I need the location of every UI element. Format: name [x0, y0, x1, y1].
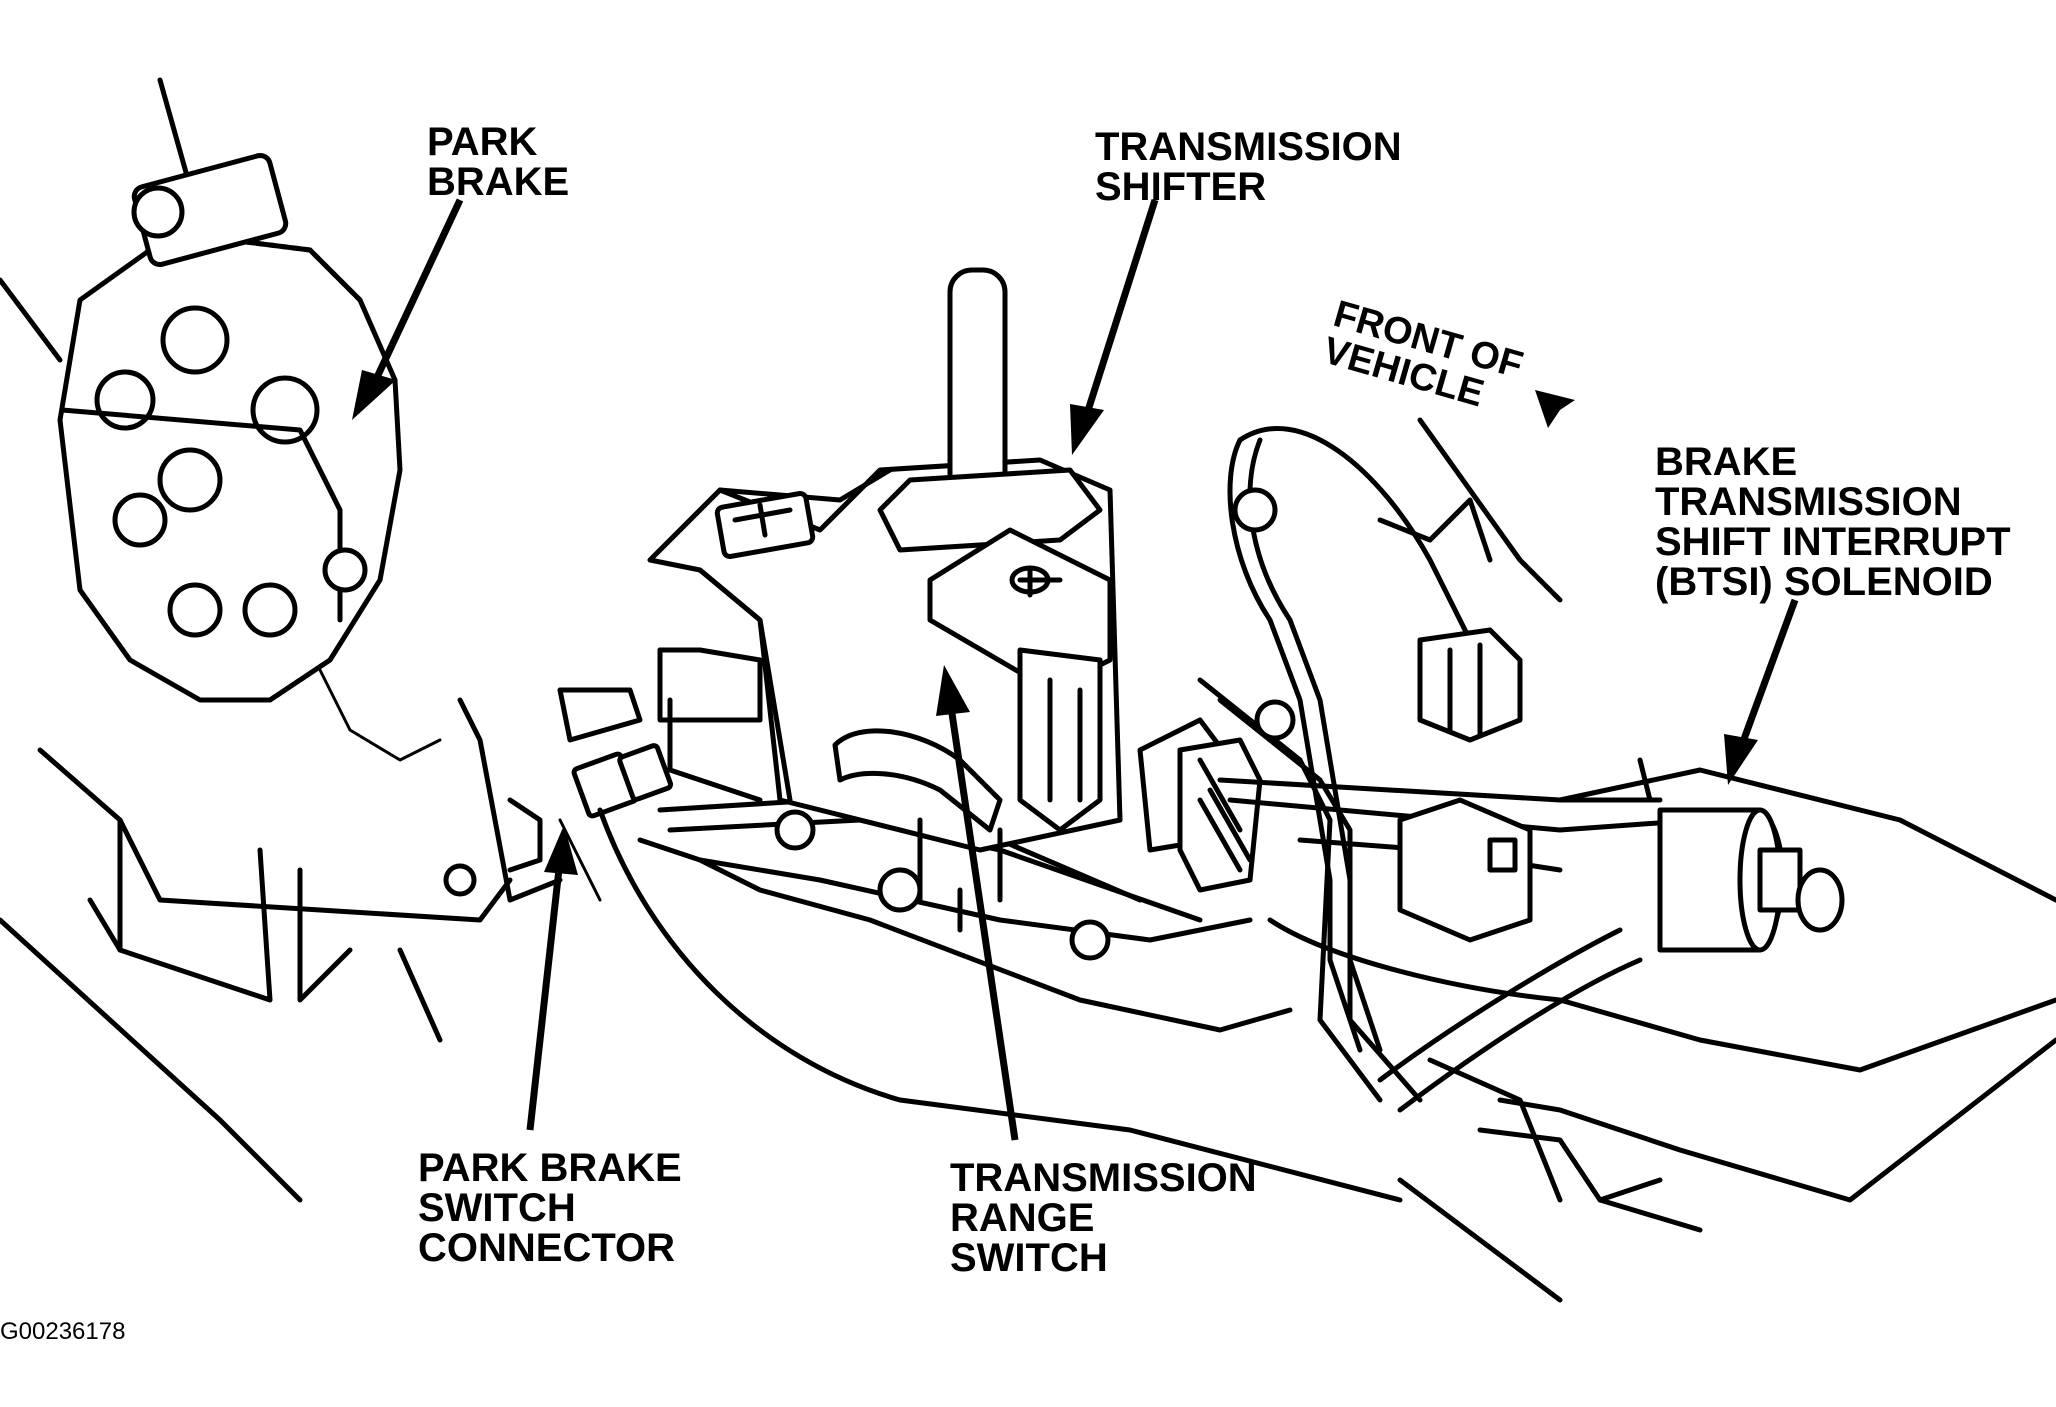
label-line: PARK BRAKE: [418, 1146, 682, 1190]
label-park-brake: PARK BRAKE: [427, 122, 569, 202]
arrow-park-brake-switch-connector: [526, 825, 578, 1131]
label-line: TRANSMISSION: [950, 1156, 1257, 1200]
left-bracket: [0, 697, 563, 1203]
wiring-harness: [1137, 417, 1703, 1203]
label-transmission-range-switch: TRANSMISSION RANGE SWITCH: [950, 1158, 1257, 1278]
park-brake-assembly: [0, 77, 442, 762]
park-brake-switch-connector: [557, 687, 674, 902]
label-line: PARK: [427, 120, 538, 164]
label-line: SHIFTER: [1095, 165, 1267, 209]
figure-id: G00236178: [0, 1318, 126, 1345]
label-line: CONNECTOR: [418, 1226, 676, 1270]
label-line: BRAKE: [427, 160, 570, 204]
label-line: RANGE: [950, 1196, 1095, 1240]
arrow-transmission-shifter: [1070, 198, 1159, 455]
arrow-park-brake: [352, 198, 464, 420]
btsi-solenoid: [1397, 757, 2056, 1303]
label-line: SHIFT INTERRUPT: [1655, 520, 2011, 564]
label-line: (BTSI) SOLENOID: [1655, 560, 1993, 604]
label-btsi-solenoid: BRAKE TRANSMISSION SHIFT INTERRUPT (BTSI…: [1655, 442, 2011, 602]
label-transmission-shifter: TRANSMISSION SHIFTER: [1095, 127, 1402, 207]
label-line: TRANSMISSION: [1655, 480, 1962, 524]
label-line: TRANSMISSION: [1095, 125, 1402, 169]
label-park-brake-switch-connector: PARK BRAKE SWITCH CONNECTOR: [418, 1148, 682, 1268]
arrow-transmission-range-switch: [936, 665, 1019, 1141]
label-line: SWITCH: [418, 1186, 576, 1230]
label-line: BRAKE: [1655, 440, 1798, 484]
transmission-shifter: [714, 267, 1113, 833]
arrow-front-of-vehicle: [1535, 390, 1575, 428]
label-line: SWITCH: [950, 1236, 1108, 1280]
arrow-btsi-solenoid: [1724, 598, 1799, 785]
